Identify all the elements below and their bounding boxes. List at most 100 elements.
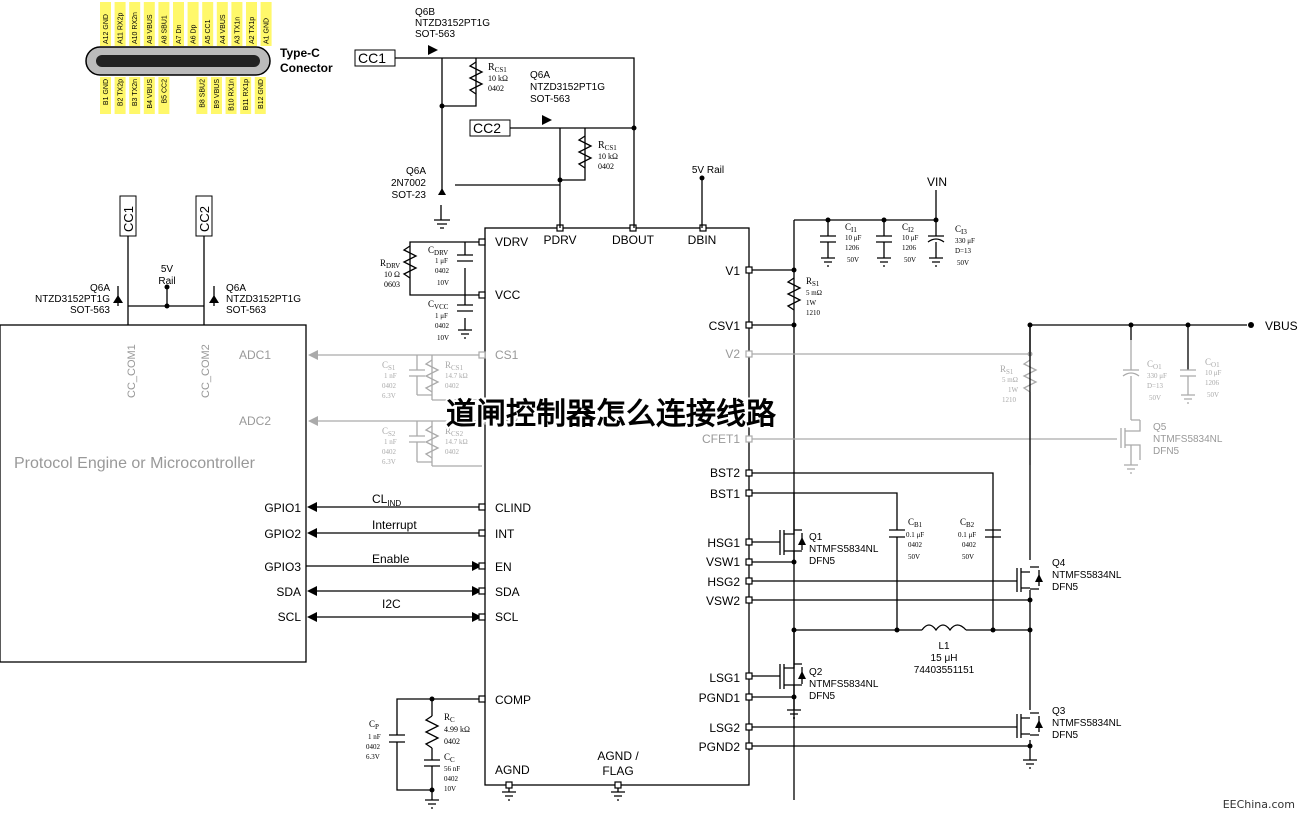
cs2-value: 1 nF <box>384 438 397 446</box>
co1-b-pkg: 1206 <box>1205 379 1220 387</box>
q6a-right-name: Q6A <box>226 283 246 294</box>
cb2-value: 0.1 μF <box>958 531 976 539</box>
connector-pin-label: B1 GND <box>103 79 110 105</box>
mcu-pin-sda: SDA <box>276 585 301 599</box>
rcs1-b-value: 10 kΩ <box>598 152 618 161</box>
cc1-net-top: CC1 <box>358 50 386 66</box>
connector-label-1: Type-C <box>280 46 320 60</box>
q2-pkg: DFN5 <box>809 691 836 702</box>
rcs2-g-pkg: 0402 <box>445 448 460 456</box>
rdrv-value: 10 Ω <box>384 270 400 279</box>
ci1-pkg: 1206 <box>845 244 860 252</box>
connector-pin-label: A4 VBUS <box>220 14 227 44</box>
watermark: EEChina.com <box>1222 798 1295 811</box>
pin-sda: SDA <box>495 585 520 599</box>
ci1-label: CI1 <box>845 222 857 234</box>
l1-value: 15 μH <box>931 653 958 664</box>
cvcc-voltage: 10V <box>437 334 449 342</box>
connector-pin-box <box>196 77 208 114</box>
rs1-power: 1W <box>806 299 817 307</box>
q6a-top-name: Q6A <box>530 70 550 81</box>
connector-pin-label: B9 VBUS <box>214 79 221 109</box>
mcu-pin-adc1: ADC1 <box>239 348 271 362</box>
cb1-voltage: 50V <box>908 553 920 561</box>
ci3-value: 330 μF <box>955 237 975 245</box>
q6a-top-part: NTZD3152PT1G <box>530 82 605 93</box>
sig-i2c: I2C <box>382 597 401 611</box>
rcs2-g-label: RCS2 <box>445 426 464 438</box>
rcs1-g-value: 14.7 kΩ <box>445 372 468 380</box>
rs1-g-power: 1W <box>1008 386 1019 394</box>
mcu-cc-com1: CC_COM1 <box>126 344 138 398</box>
cb1-value: 0.1 μF <box>906 531 924 539</box>
pin-agnd: AGND <box>495 763 530 777</box>
ci3-voltage: 50V <box>957 259 969 267</box>
connector-pin-label: A2 TX1p <box>249 17 256 44</box>
cb2-pkg: 0402 <box>962 541 977 549</box>
connector-pin-box <box>202 2 214 46</box>
l1-part: 74403551151 <box>914 665 975 676</box>
pin-en: EN <box>495 560 512 574</box>
rcs1-g-label: RCS1 <box>445 360 464 372</box>
connector-pin-label: A3 TX1n <box>234 17 241 44</box>
mcu-name: Protocol Engine or Microcontroller <box>14 455 256 472</box>
cs2-label: CS2 <box>382 426 396 438</box>
q1-name: Q1 <box>809 532 823 543</box>
rcs2-g-value: 14.7 kΩ <box>445 438 468 446</box>
connector-pin-box <box>129 77 141 114</box>
q4-pkg: DFN5 <box>1052 582 1079 593</box>
connector-pin-label: B12 GND <box>258 79 265 109</box>
connector-pin-box <box>129 2 141 46</box>
pin-bst1: BST1 <box>710 487 740 501</box>
pin-bst2: BST2 <box>710 466 740 480</box>
cb2-voltage: 50V <box>962 553 974 561</box>
cc2-net-top: CC2 <box>473 120 501 136</box>
page-title-overlay: 道闸控制器怎么连接线路 <box>446 397 776 432</box>
sig-enable: Enable <box>372 552 410 566</box>
sig-clind: CLIND <box>372 492 401 508</box>
rail-5v: 5V Rail <box>692 165 724 176</box>
connector-label-2: Conector <box>280 61 333 75</box>
cvcc-label: CVCC <box>428 299 449 311</box>
connector-pin-label: A12 GND <box>103 14 110 44</box>
pin-vsw2: VSW2 <box>706 594 740 608</box>
connector-pin-label: B4 VBUS <box>147 79 154 109</box>
connector-pin-box <box>114 2 126 46</box>
co1-a-pkg: D=13 <box>1147 382 1164 390</box>
q6a-right-pkg: SOT-563 <box>226 305 266 316</box>
rcs1-a-pkg: 0402 <box>488 84 504 93</box>
pin-v2: V2 <box>725 347 740 361</box>
co1-a-label: CO1 <box>1147 359 1162 371</box>
rc-label: RC <box>444 712 455 724</box>
connector-pin-box <box>216 2 228 46</box>
connector-pin-box <box>240 77 252 114</box>
connector-pin-box <box>143 2 155 46</box>
pin-hsg2: HSG2 <box>707 575 740 589</box>
q6a-left-part: NTZD3152PT1G <box>35 294 110 305</box>
cs1-voltage: 6.3V <box>382 392 396 400</box>
pin-dbout: DBOUT <box>612 233 655 247</box>
pin-pdrv: PDRV <box>543 233 576 247</box>
q1-pkg: DFN5 <box>809 556 836 567</box>
mcu-pin-scl: SCL <box>278 610 302 624</box>
connector-pin-label: B3 TX2n <box>132 79 139 106</box>
rail-label: Rail <box>158 276 175 287</box>
cs1-label: CS1 <box>382 360 396 372</box>
q6a-mid-name: Q6A <box>406 166 426 177</box>
cb1-pkg: 0402 <box>908 541 923 549</box>
connector-pin-box <box>231 2 243 46</box>
ci3-label: CI3 <box>955 224 967 236</box>
cc2-net-left: CC2 <box>197 206 212 232</box>
vbus-label: VBUS <box>1265 319 1298 333</box>
connector-pin-box <box>254 77 266 114</box>
cc-value: 56 nF <box>444 765 460 773</box>
q6b-pkg: SOT-563 <box>415 29 455 40</box>
cc-voltage: 10V <box>444 785 456 793</box>
rs1-g-pkg: 1210 <box>1002 396 1017 404</box>
fivev-label: 5V <box>161 264 174 275</box>
cs-filter: CS1 1 nF 0402 6.3V RCS1 14.7 kΩ 0402 CS2… <box>382 355 482 467</box>
